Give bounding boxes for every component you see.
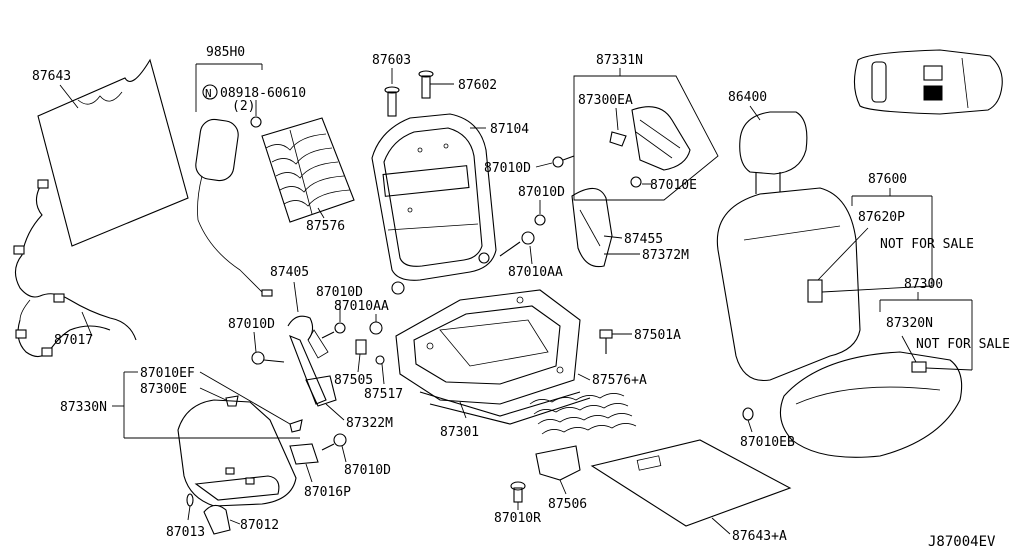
label-87505: 87505 [334,373,373,388]
label-87016P: 87016P [304,485,351,500]
label-87603: 87603 [372,53,411,68]
label-86400: 86400 [728,90,767,105]
seatback-frame-87104: 87104 [371,113,529,295]
part-87517: 87517 [364,355,403,402]
screw-87010D-d: 87010D [228,317,285,365]
bolt-87010AA-b: 87010AA [334,299,389,335]
label-87501A: 87501A [634,328,681,343]
side-airbag-985H0: 985H0 N 08918-60610 (2) [195,45,306,297]
label-87013: 87013 [166,525,205,540]
seatback-board-87643: 87643 [32,58,189,247]
label-87600: 87600 [868,172,907,187]
cushion-frame-87301: 87301 [395,289,591,440]
cushion-trim-87300: 87300 87320N NOT FOR SALE [779,277,1010,458]
label-87010D-d: 87010D [228,317,275,332]
label-87300EA: 87300EA [578,93,633,108]
screw-87010D-e: 87010D [321,433,391,478]
label-87010AA-a: 87010AA [508,265,563,280]
label-87643: 87643 [32,69,71,84]
label-87012: 87012 [240,518,279,533]
label-87506: 87506 [548,497,587,512]
label-87104: 87104 [490,122,529,137]
label-87643A: 87643+A [732,529,787,544]
wire-harness-87017: 87017 [13,179,137,358]
label-87405: 87405 [270,265,309,280]
label-87010D-e: 87010D [344,463,391,478]
parts-87013-87012: 87013 87012 [166,493,279,540]
bolt-87501A: 87501A [599,328,681,354]
cushion-spring-87576A: 87576+A [529,373,647,435]
diagram-code: J87004EV [928,534,996,550]
label-08918: 08918-60610 [220,86,306,101]
part-87016P: 87016P [289,443,351,500]
car-location-icon [853,49,1003,115]
label-87320N: 87320N [886,316,933,331]
label-87322M: 87322M [346,416,393,431]
headrest-guides: 87603 87602 [372,53,497,117]
recliner-group-87331N: 87331N 87300EA 87010E [573,53,719,201]
label-87010EF: 87010EF [140,366,195,381]
label-circle-n: N [205,87,212,100]
recliner-87405: 87405 [270,265,337,407]
label-nfs2: NOT FOR SALE [916,337,1010,352]
label-nfs1: NOT FOR SALE [880,237,974,252]
side-finisher-group-87330N: 87010EF 87300E 87330N [60,366,303,507]
label-87372M: 87372M [642,248,689,263]
label-87300: 87300 [904,277,943,292]
label-87602: 87602 [458,78,497,93]
label-87620P: 87620P [858,210,905,225]
label-87010EB: 87010EB [740,435,795,450]
spring-mat-87576: 87576 [261,117,355,234]
label-87017: 87017 [54,333,93,348]
label-87576A: 87576+A [592,373,647,388]
bolt-87010AA-a: 87010AA [499,231,563,280]
label-87300E: 87300E [140,382,187,397]
screw-87010D-a: 87010D [484,155,575,176]
label-qty2: (2) [232,99,255,114]
side-cover-87455: 87010D 87455 87372M [518,185,689,268]
bolt-87010R: 87010R [494,481,541,526]
screw-87010D-c: 87010D [316,285,363,339]
label-87010R: 87010R [494,511,541,526]
label-87455: 87455 [624,232,663,247]
label-87010D-c: 87010D [316,285,363,300]
label-87010AA-b: 87010AA [334,299,389,314]
part-87505: 87505 [334,339,373,388]
label-87010E: 87010E [650,178,697,193]
bracket-87506: 87506 [535,445,587,512]
cushion-board-87643A: 87643+A [590,439,792,544]
label-87576: 87576 [306,219,345,234]
headrest-86400: 86400 [728,90,808,194]
label-87010D-b: 87010D [518,185,565,200]
seatback-trim-87600: 87600 87620P NOT FOR SALE [716,172,974,382]
label-87330N: 87330N [60,400,107,415]
label-87517: 87517 [364,387,403,402]
label-985H0: 985H0 [206,45,245,60]
clip-87010EB: 87010EB [740,407,795,450]
label-87301: 87301 [440,425,479,440]
label-87010D-a: 87010D [484,161,531,176]
label-87331N: 87331N [596,53,643,68]
